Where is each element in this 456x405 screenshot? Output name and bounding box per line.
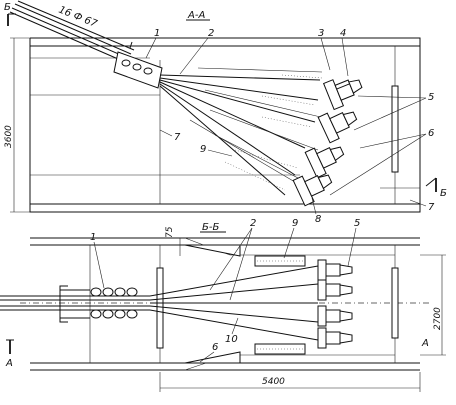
bottom-callout-6: 6 xyxy=(212,342,218,353)
top-frame-outline xyxy=(29,37,421,213)
top-section-title: А-А xyxy=(187,10,205,21)
anchor-heads-bottom xyxy=(317,259,353,349)
support-beam-bottom-left xyxy=(156,267,164,349)
bottom-wedge xyxy=(184,351,241,364)
bottom-fan-cables xyxy=(149,265,319,341)
bottom-callout-2: 2 xyxy=(250,218,256,229)
bottom-bracket xyxy=(59,285,68,323)
fan-cables xyxy=(159,67,326,196)
callout-2: 2 xyxy=(208,28,214,39)
callout-6: 6 xyxy=(428,128,434,139)
callout-7b: 7 xyxy=(428,202,435,213)
bottom-callout-1: 1 xyxy=(90,232,96,243)
cable-bundle xyxy=(9,0,135,63)
bottom-callout-10: 10 xyxy=(225,334,238,345)
top-view: 3600 16 Ф 67 Б А-А xyxy=(4,0,447,225)
bottom-callout-9: 9 xyxy=(292,218,298,229)
cut-mark-bottom: А xyxy=(5,358,13,369)
tension-springs xyxy=(224,74,323,191)
cut-mark-right: Б xyxy=(440,188,447,199)
cut-mark-left: Б xyxy=(4,2,11,13)
top-callouts: 1 2 3 4 5 6 7 8 9 7 xyxy=(145,28,435,225)
bottom-cable-bundle xyxy=(0,295,150,311)
support-beam-top xyxy=(391,85,399,173)
callout-3: 3 xyxy=(318,28,324,39)
coil-clamps xyxy=(90,287,138,319)
anchor-heads-top xyxy=(292,79,363,207)
callout-4: 4 xyxy=(340,28,346,39)
callout-5: 5 xyxy=(428,92,434,103)
bottom-section-title: Б-Б xyxy=(202,222,219,233)
callout-9: 9 xyxy=(200,144,206,155)
bottom-callouts: 1 2 9 5 6 10 xyxy=(90,218,360,363)
bottom-springs xyxy=(254,255,306,355)
cut-mark-side: А xyxy=(421,338,429,349)
gap-dimension: 75 xyxy=(165,226,175,238)
bottom-view: 2700 75 5400 Б-Б А А 1 2 9 5 6 1 xyxy=(0,218,446,392)
callout-7a: 7 xyxy=(174,132,181,143)
bottom-callout-5: 5 xyxy=(354,218,360,229)
length-dimension: 5400 xyxy=(262,377,285,387)
height-dimension: 3600 xyxy=(4,125,14,148)
top-wedge xyxy=(184,244,241,257)
callout-8: 8 xyxy=(315,214,321,225)
width-dimension: 2700 xyxy=(433,307,443,330)
support-beam-bottom-right xyxy=(391,267,399,339)
callout-1: 1 xyxy=(154,28,160,39)
